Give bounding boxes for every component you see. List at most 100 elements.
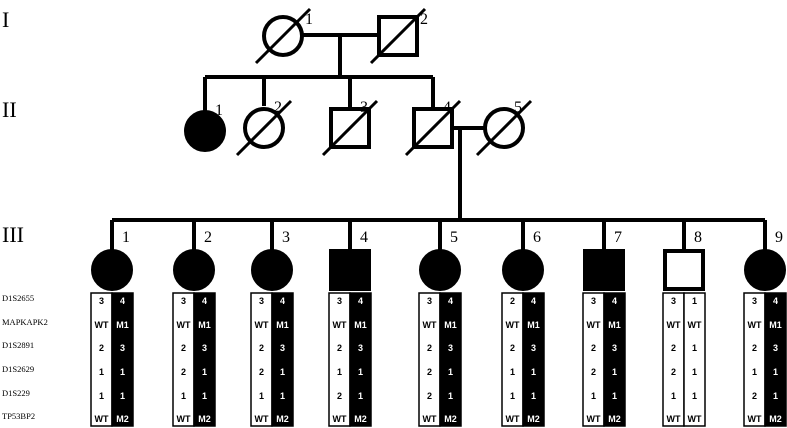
allele-right: M2	[444, 414, 457, 424]
affected-female-symbol	[173, 249, 215, 291]
allele-left: WT	[748, 320, 762, 330]
male-symbol	[663, 249, 705, 291]
allele-right: 1	[612, 367, 617, 377]
gen2-person-2: 2	[235, 99, 293, 157]
allele-right: 1	[531, 367, 536, 377]
allele-left: 2	[337, 343, 342, 353]
haplotype-left-column	[418, 292, 441, 427]
affected-female-symbol	[419, 249, 461, 291]
allele-left: WT	[423, 320, 437, 330]
affected-female-symbol	[91, 249, 133, 291]
allele-left: 3	[427, 296, 432, 306]
haplotype-right-column	[522, 292, 545, 427]
person-id-label: 3	[282, 229, 290, 246]
allele-left: 2	[510, 343, 515, 353]
affected-male-symbol	[583, 249, 625, 291]
allele-left: WT	[333, 414, 347, 424]
allele-left: WT	[667, 320, 681, 330]
marker-label-4: D1S229	[2, 388, 30, 398]
haplotype-left-column	[250, 292, 273, 427]
allele-left: 2	[259, 343, 264, 353]
allele-right: 1	[280, 367, 285, 377]
allele-left: 1	[337, 367, 342, 377]
haplotype-left-column	[743, 292, 766, 427]
deceased-slash	[235, 99, 293, 157]
haplotype-right-column	[349, 292, 372, 427]
marker-label-2: D1S2891	[2, 340, 34, 350]
haplotype-right-column	[603, 292, 626, 427]
gen3-person-3: 3	[251, 229, 293, 291]
allele-left: WT	[255, 414, 269, 424]
allele-left: 3	[752, 296, 757, 306]
allele-left: WT	[177, 320, 191, 330]
gen3-person-6: 6	[502, 229, 544, 291]
allele-left: 2	[752, 391, 757, 401]
person-id-label: 5	[514, 99, 522, 116]
allele-left: WT	[748, 414, 762, 424]
allele-left: 2	[591, 367, 596, 377]
allele-left: WT	[587, 414, 601, 424]
allele-left: 2	[99, 343, 104, 353]
allele-left: 1	[181, 391, 186, 401]
person-id-label: 2	[274, 99, 282, 116]
allele-right: 3	[120, 343, 125, 353]
allele-right: M1	[198, 320, 211, 330]
haplotype-left-column	[662, 292, 685, 427]
allele-right: 4	[120, 296, 125, 306]
allele-right: M1	[769, 320, 782, 330]
allele-right: M2	[527, 414, 540, 424]
allele-left: 1	[510, 367, 515, 377]
allele-left: 3	[181, 296, 186, 306]
person-id-label: 1	[305, 11, 313, 28]
haplotype-right-column	[683, 292, 706, 427]
allele-right: 1	[612, 391, 617, 401]
gen1-person-1: 1	[254, 7, 313, 65]
person-id-label: 5	[450, 229, 458, 246]
haplotype-left-column	[328, 292, 351, 427]
gen2-person-3: 3	[321, 99, 379, 157]
marker-label-3: D1S2629	[2, 364, 34, 374]
deceased-slash	[321, 99, 379, 157]
allele-left: WT	[95, 320, 109, 330]
gen3-person-4: 4	[329, 229, 371, 291]
allele-left: 1	[259, 391, 264, 401]
allele-right: M2	[116, 414, 129, 424]
person-id-label: 2	[204, 229, 212, 246]
allele-left: 3	[671, 296, 676, 306]
allele-right: 1	[773, 367, 778, 377]
allele-right: 4	[612, 296, 617, 306]
allele-left: 2	[181, 343, 186, 353]
allele-left: WT	[506, 414, 520, 424]
allele-right: 3	[202, 343, 207, 353]
allele-right: 1	[692, 391, 697, 401]
allele-right: 1	[692, 296, 697, 306]
haplotype-left-column	[172, 292, 195, 427]
allele-left: WT	[587, 320, 601, 330]
allele-right: 3	[448, 343, 453, 353]
gen3-person-8: 8	[663, 229, 705, 291]
allele-right: 4	[773, 296, 778, 306]
allele-right: 3	[358, 343, 363, 353]
allele-right: 3	[612, 343, 617, 353]
generation-label-III: III	[2, 222, 24, 247]
gen3-person-7: 7	[583, 229, 625, 291]
allele-right: M2	[769, 414, 782, 424]
allele-right: 1	[692, 367, 697, 377]
allele-left: 2	[591, 343, 596, 353]
allele-right: 3	[531, 343, 536, 353]
allele-right: 3	[280, 343, 285, 353]
deceased-slash	[475, 99, 533, 157]
allele-left: 3	[99, 296, 104, 306]
allele-right: M1	[608, 320, 621, 330]
person-id-label: 8	[694, 229, 702, 246]
allele-right: M1	[527, 320, 540, 330]
allele-left: 1	[510, 391, 515, 401]
allele-right: M1	[276, 320, 289, 330]
haplotype-right-column	[439, 292, 462, 427]
